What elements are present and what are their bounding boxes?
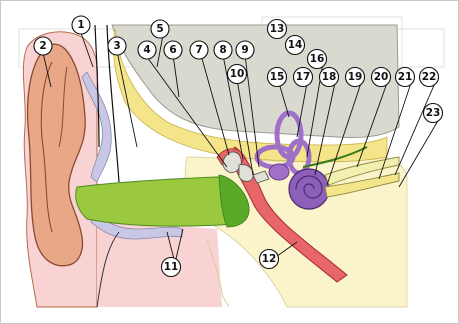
label-21-text: 21 bbox=[398, 71, 413, 83]
label-15-text: 15 bbox=[270, 71, 285, 83]
label-15: 15 bbox=[268, 68, 287, 87]
label-4: 4 bbox=[138, 41, 156, 59]
label-1-text: 1 bbox=[77, 19, 84, 31]
label-9: 9 bbox=[236, 41, 254, 59]
label-3: 3 bbox=[108, 37, 126, 55]
label-8-text: 8 bbox=[219, 44, 226, 56]
label-23-text: 23 bbox=[426, 107, 441, 119]
label-16: 16 bbox=[308, 50, 327, 69]
label-19-text: 19 bbox=[348, 71, 363, 83]
label-12: 12 bbox=[260, 250, 279, 269]
label-22-text: 22 bbox=[422, 71, 437, 83]
label-18: 18 bbox=[320, 68, 339, 87]
label-4-text: 4 bbox=[143, 44, 150, 56]
label-21: 21 bbox=[396, 68, 415, 87]
label-10-text: 10 bbox=[230, 68, 245, 80]
label-13: 13 bbox=[268, 20, 287, 39]
label-11-text: 11 bbox=[164, 261, 179, 273]
label-7-text: 7 bbox=[195, 44, 202, 56]
label-19: 19 bbox=[346, 68, 365, 87]
label-8: 8 bbox=[214, 41, 232, 59]
label-3-text: 3 bbox=[113, 40, 120, 52]
label-11: 11 bbox=[162, 258, 181, 277]
label-14: 14 bbox=[286, 36, 305, 55]
label-10: 10 bbox=[228, 65, 247, 84]
label-18-text: 18 bbox=[322, 71, 337, 83]
ear-anatomy-diagram: 1 2 3 4 5 6 7 8 9 10 11 12 13 14 15 16 1… bbox=[7, 7, 454, 319]
label-5-text: 5 bbox=[156, 23, 163, 35]
label-7: 7 bbox=[190, 41, 208, 59]
pinna bbox=[28, 44, 86, 266]
label-16-text: 16 bbox=[310, 53, 325, 65]
label-9-text: 9 bbox=[241, 44, 248, 56]
label-13-text: 13 bbox=[270, 23, 285, 35]
label-6: 6 bbox=[164, 41, 182, 59]
label-14-text: 14 bbox=[288, 39, 303, 51]
label-20-text: 20 bbox=[374, 71, 389, 83]
label-6-text: 6 bbox=[169, 44, 176, 56]
cochlea bbox=[289, 169, 329, 209]
vestibule bbox=[269, 164, 289, 180]
label-17: 17 bbox=[294, 68, 313, 87]
label-2-text: 2 bbox=[39, 40, 46, 52]
label-20: 20 bbox=[372, 68, 391, 87]
label-1: 1 bbox=[72, 16, 90, 34]
label-2: 2 bbox=[34, 37, 52, 55]
label-22: 22 bbox=[420, 68, 439, 87]
label-17-text: 17 bbox=[296, 71, 311, 83]
label-23: 23 bbox=[424, 104, 443, 123]
label-12-text: 12 bbox=[262, 253, 277, 265]
label-5: 5 bbox=[151, 20, 169, 38]
